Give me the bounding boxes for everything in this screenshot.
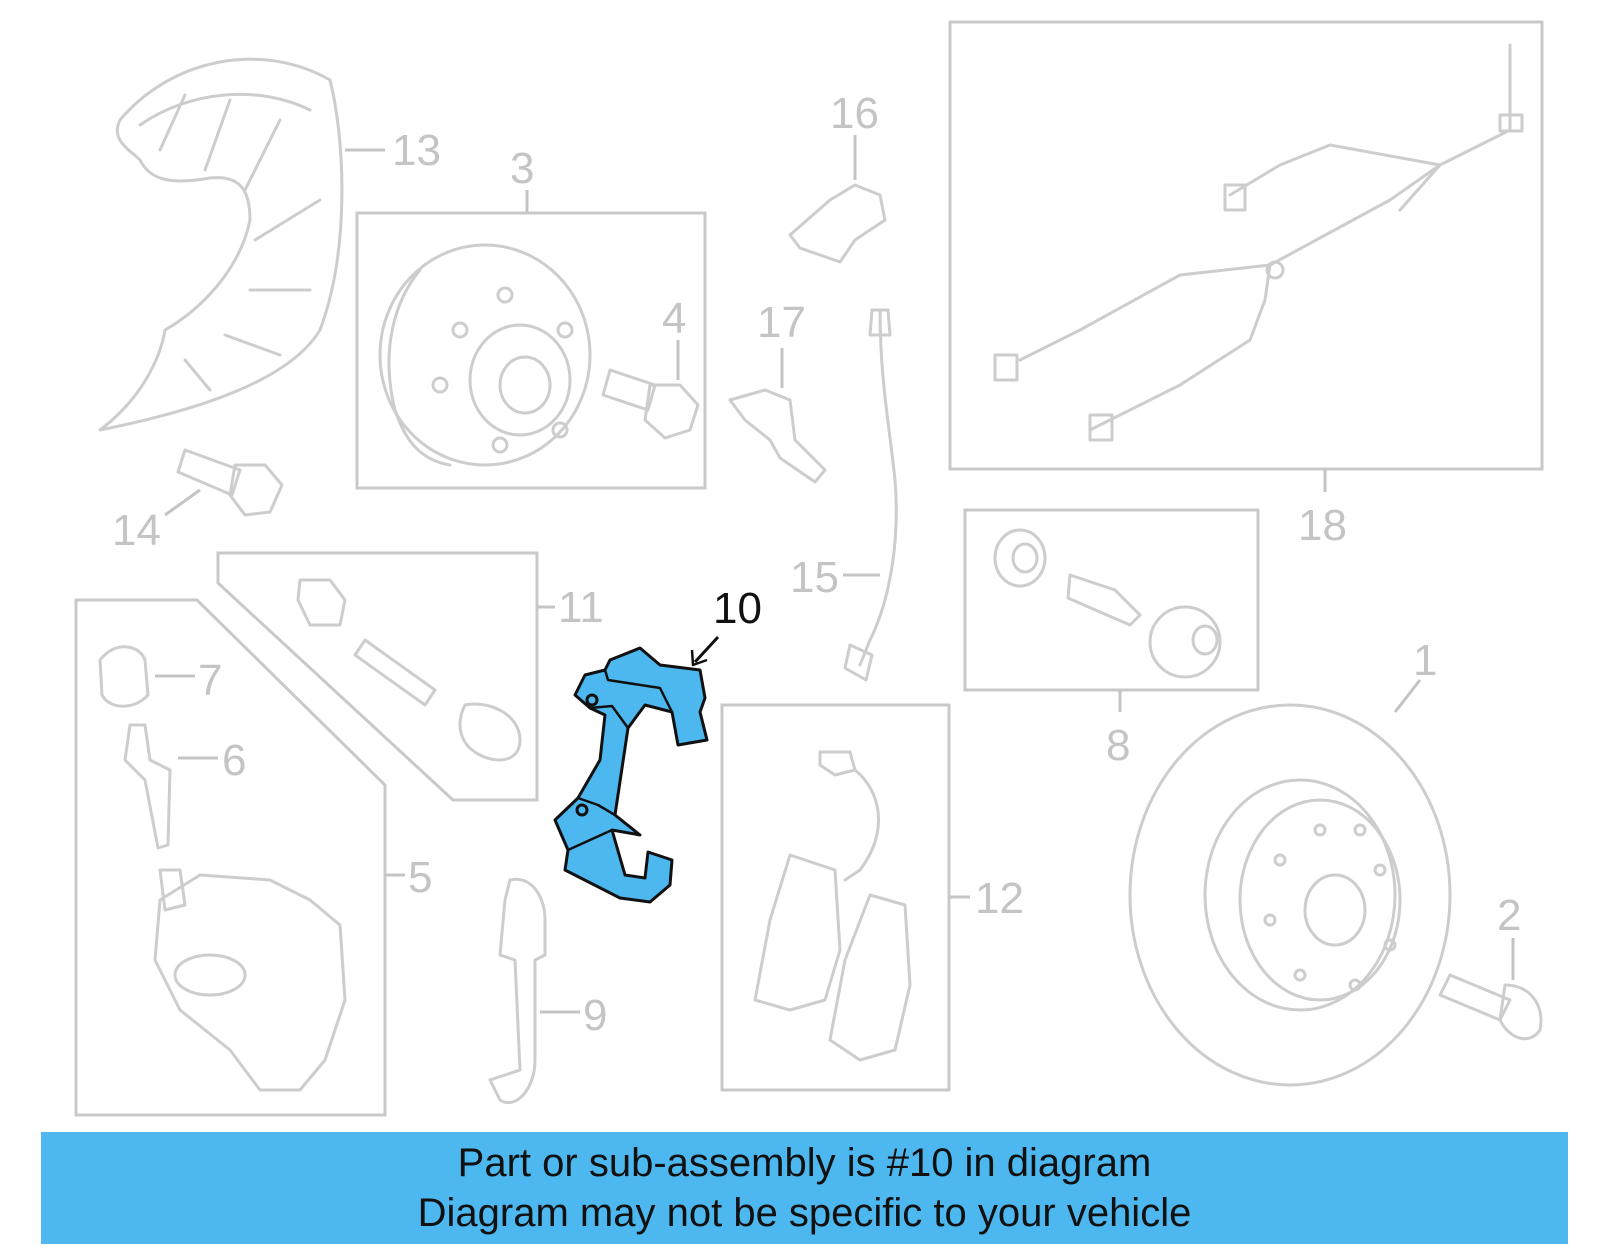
leader-10 — [693, 635, 720, 664]
leader-10-arrowhead — [690, 649, 708, 667]
callout-14: 14 — [112, 506, 161, 555]
callout-6: 6 — [222, 736, 246, 785]
part-9-spring-clip — [488, 877, 547, 1104]
callout-15: 15 — [790, 553, 839, 602]
part-8-bearing-kit — [993, 528, 1222, 679]
callout-10: 10 — [713, 584, 762, 633]
callout-4: 4 — [662, 294, 686, 343]
part-12-brake-pads — [753, 750, 912, 1062]
banner-line-1: Part or sub-assembly is #10 in diagram — [457, 1141, 1152, 1185]
callout-7: 7 — [198, 656, 222, 705]
part-18-wiring-harness — [993, 43, 1524, 442]
leader-1 — [1393, 679, 1422, 713]
callout-2: 2 — [1497, 891, 1521, 940]
part-5-caliper — [153, 868, 347, 1092]
callout-9: 9 — [583, 991, 607, 1040]
part-10-caliper-bracket — [553, 646, 709, 904]
part-2-rotor-screw — [1438, 973, 1543, 1041]
part-7-cap — [98, 645, 150, 708]
part-11-box — [216, 551, 539, 802]
part-6-bleeder-screw — [123, 723, 172, 850]
callout-1: 1 — [1413, 636, 1437, 685]
callout-11: 11 — [558, 583, 604, 632]
part-3-hub-bearing — [378, 243, 592, 467]
callout-12: 12 — [975, 874, 1024, 923]
callout-18: 18 — [1298, 501, 1347, 550]
part-5-box — [74, 598, 387, 1117]
part-14-shield-bolt — [176, 448, 284, 517]
callout-5: 5 — [408, 853, 432, 902]
part-15-brake-hose — [843, 308, 898, 682]
part-11-guide-pins — [296, 578, 522, 762]
part-17-sensor — [728, 388, 827, 484]
part-16-clip — [788, 183, 887, 264]
info-banner: Part or sub-assembly is #10 in diagram D… — [41, 1132, 1568, 1244]
callout-17: 17 — [757, 298, 806, 347]
part-8-box — [963, 508, 1260, 692]
part-4-hub-bolt — [601, 368, 700, 440]
callout-8: 8 — [1106, 721, 1130, 770]
part-13-splash-shield — [98, 57, 344, 432]
callout-13: 13 — [392, 126, 441, 175]
part-18-box — [948, 20, 1544, 471]
part-3-box — [355, 211, 707, 490]
callout-16: 16 — [830, 89, 879, 138]
banner-line-2: Diagram may not be specific to your vehi… — [417, 1191, 1192, 1235]
part-1-rotor — [1128, 703, 1452, 1087]
callout-3: 3 — [510, 144, 534, 193]
leader-14 — [164, 488, 201, 517]
